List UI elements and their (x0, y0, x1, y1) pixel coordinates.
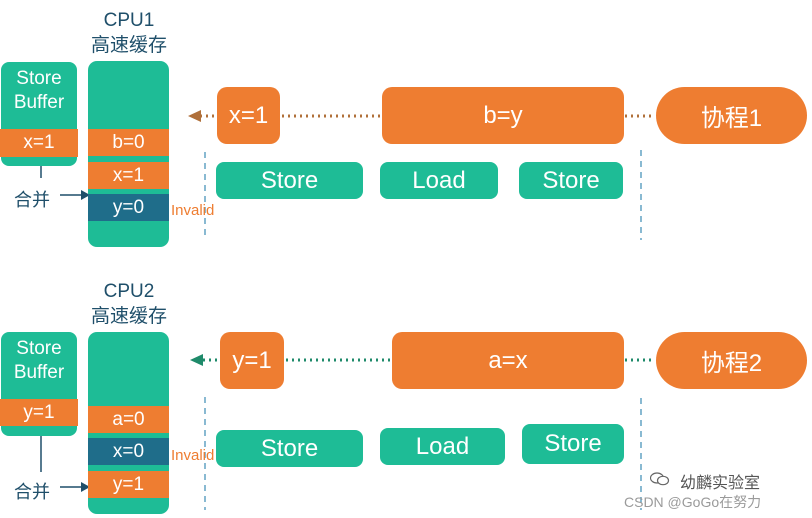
coroutine2: 协程2 (656, 332, 807, 389)
cpu1-op-store-1: Store (216, 162, 363, 199)
cpu2-cache-label: 高速缓存 (90, 306, 167, 327)
cpu1-cache-line-3: y=0 (88, 194, 169, 221)
cpu1-store-buffer-title: Store Buffer (1, 62, 77, 115)
cpu2-op-store-1: Store (216, 430, 363, 467)
cpu1-pending-store: x=1 (217, 87, 280, 144)
cpu2-op-load: Load (380, 428, 505, 465)
store-buffer-title-line1: Store (16, 338, 62, 359)
cpu1-merge-label: 合并 (14, 190, 50, 210)
arrow-to-cache2 (190, 354, 203, 366)
store-buffer-title-line2: Buffer (13, 92, 65, 113)
cpu1-cache-line-1: b=0 (88, 129, 169, 156)
csdn-credit: CSDN @GoGo在努力 (624, 494, 762, 510)
watermark-text: 幼麟实验室 (680, 475, 761, 492)
cpu1-name: CPU1 (103, 10, 155, 31)
cpu2-statement: a=x (392, 332, 624, 389)
cpu2-pending-store: y=1 (220, 332, 284, 389)
arrow-to-cache1 (188, 110, 201, 122)
cpu2-cache-line-2: x=0 (88, 438, 169, 465)
cpu1-cache-line-2: x=1 (88, 162, 169, 189)
cpu2-cache-line-1: a=0 (88, 406, 169, 433)
store-buffer-title-line1: Store (16, 68, 62, 89)
cpu2-title: CPU2 高速缓存 (82, 279, 176, 329)
cpu2-store-buffer-entry: y=1 (0, 399, 78, 426)
cpu2-merge-label: 合并 (14, 482, 50, 502)
wechat-icon (649, 472, 670, 486)
cpu1-op-load: Load (380, 162, 498, 199)
cpu1-cache-label: 高速缓存 (90, 35, 167, 56)
cpu1-title: CPU1 高速缓存 (82, 8, 176, 58)
cpu2-op-store-2: Store (522, 424, 624, 464)
merge-arrow-cpu1 (81, 190, 90, 200)
store-buffer-title-line2: Buffer (13, 362, 65, 383)
cpu2-name: CPU2 (103, 281, 155, 302)
cpu1-store-buffer-entry: x=1 (0, 129, 78, 157)
coroutine1: 协程1 (656, 87, 807, 144)
cpu2-cache-line-3: y=1 (88, 471, 169, 498)
cpu1-op-store-2: Store (519, 162, 623, 199)
merge-arrow-cpu2 (81, 482, 90, 492)
cpu1-statement: b=y (382, 87, 624, 144)
cpu1-invalid-label: Invalid (171, 202, 215, 219)
cpu2-invalid-label: Invalid (171, 447, 215, 464)
cpu2-store-buffer-title: Store Buffer (1, 332, 77, 385)
